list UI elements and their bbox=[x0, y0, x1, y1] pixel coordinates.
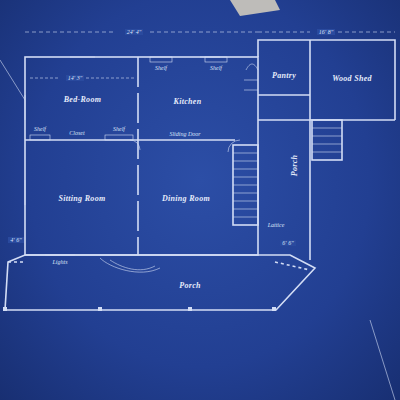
room: Pantry bbox=[260, 58, 308, 92]
room: Porch bbox=[120, 272, 260, 298]
room-name: Bed-Room bbox=[64, 95, 102, 104]
dimension: 14' 3" bbox=[66, 75, 84, 81]
room: Sitting Room bbox=[28, 143, 136, 253]
room-name: Porch bbox=[291, 154, 300, 176]
shelf-label: Shelf bbox=[34, 126, 46, 132]
dimension: 16' 8" bbox=[317, 29, 335, 35]
window-label: Lights bbox=[52, 259, 67, 265]
door-label: Sliding Door bbox=[169, 131, 200, 137]
room-name: Wood Shed bbox=[332, 74, 372, 83]
room: Dining Room bbox=[140, 143, 232, 253]
shelf-label: Shelf bbox=[210, 65, 222, 71]
room-name: Dining Room bbox=[162, 194, 210, 203]
shelf-label: Shelf bbox=[155, 65, 167, 71]
closet-label: Closet bbox=[69, 130, 84, 136]
room-name: Porch bbox=[179, 281, 201, 290]
room-name: Kitchen bbox=[174, 97, 202, 106]
room: Kitchen bbox=[140, 64, 235, 138]
room: Porch bbox=[282, 125, 308, 205]
shelf-label: Shelf bbox=[113, 126, 125, 132]
dimension: 4' 6" bbox=[8, 237, 23, 243]
dimension: 24' 4" bbox=[125, 29, 143, 35]
note: Lattice bbox=[268, 222, 285, 228]
dimension: 6' 6" bbox=[280, 240, 295, 246]
room-name: Sitting Room bbox=[59, 194, 106, 203]
room: Wood Shed bbox=[312, 58, 392, 98]
room-name: Pantry bbox=[272, 71, 296, 80]
